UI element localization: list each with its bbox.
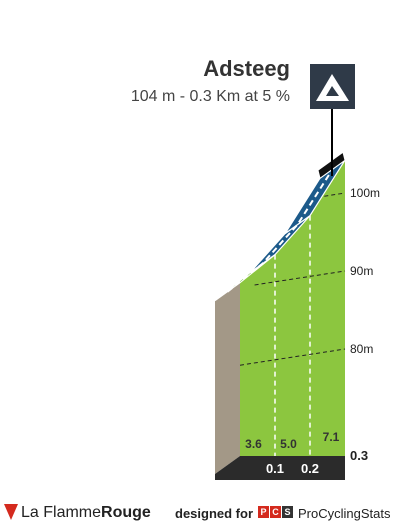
elevation-gridline — [324, 192, 346, 197]
laflammerouge-logo: La FlammeRouge — [4, 504, 151, 522]
pcs-letter-c: C — [270, 506, 281, 518]
y-tick-label: 100m — [350, 186, 380, 200]
profile-area — [240, 160, 345, 457]
footer: La FlammeRouge designed for P C S ProCyc… — [0, 500, 405, 528]
brand-name-bold: Rouge — [101, 504, 151, 521]
distance-label: 0.1 — [266, 461, 284, 476]
gradient-label: 3.6 — [245, 437, 262, 451]
pcs-letter-p: P — [258, 506, 269, 518]
procyclingstats-label: ProCyclingStats — [298, 506, 391, 521]
elevation-gridline — [254, 270, 346, 286]
gradient-label: 5.0 — [280, 437, 297, 451]
brand-name-part: La Flamme — [21, 504, 102, 521]
total-distance-label: 0.3 — [350, 448, 368, 463]
gradient-label: 7.1 — [323, 430, 340, 444]
elevation-gridline — [239, 348, 346, 366]
designed-for-label: designed for — [175, 506, 254, 521]
y-tick-label: 90m — [350, 264, 373, 278]
flag-icon — [4, 504, 18, 520]
distance-band — [215, 456, 345, 480]
y-tick-label: 80m — [350, 342, 373, 356]
climb-title: Adsteeg — [203, 56, 290, 81]
road-centerline — [226, 168, 334, 293]
pcs-logo-icon: P C S — [258, 506, 293, 518]
distance-label: 0.2 — [301, 461, 319, 476]
mountain-icon-inner — [326, 86, 339, 96]
climb-subtitle: 104 m - 0.3 Km at 5 % — [130, 88, 290, 105]
profile-side-face — [215, 282, 240, 474]
pcs-letter-s: S — [282, 506, 293, 518]
